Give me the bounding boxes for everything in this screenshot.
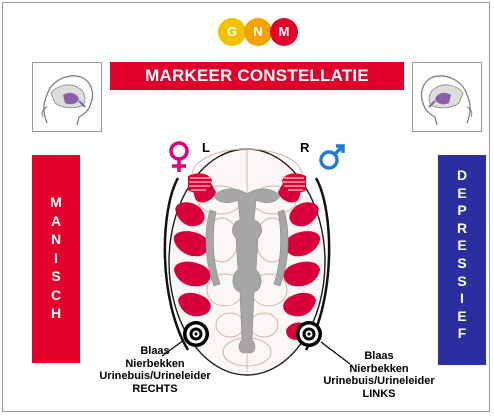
right-label-line-2: Nierbekken bbox=[304, 363, 454, 376]
left-organ-label: Blaas Nierbekken Urinebuis/Urineleider R… bbox=[80, 345, 230, 395]
right-label-line-1: Blaas bbox=[304, 350, 454, 363]
left-label-line-2: Nierbekken bbox=[80, 358, 230, 371]
right-organ-label: Blaas Nierbekken Urinebuis/Urineleider L… bbox=[304, 350, 454, 400]
left-relay-target-icon bbox=[183, 321, 209, 347]
left-label-line-4: RECHTS bbox=[80, 383, 230, 396]
male-symbol-icon bbox=[321, 146, 343, 168]
right-label-line-3: Urinebuis/Urineleider bbox=[304, 375, 454, 388]
right-label-line-4: LINKS bbox=[304, 388, 454, 401]
right-relay-target-icon bbox=[296, 321, 322, 347]
female-symbol-icon bbox=[171, 143, 187, 172]
left-label-line-3: Urinebuis/Urineleider bbox=[80, 370, 230, 383]
left-label-line-1: Blaas bbox=[80, 345, 230, 358]
